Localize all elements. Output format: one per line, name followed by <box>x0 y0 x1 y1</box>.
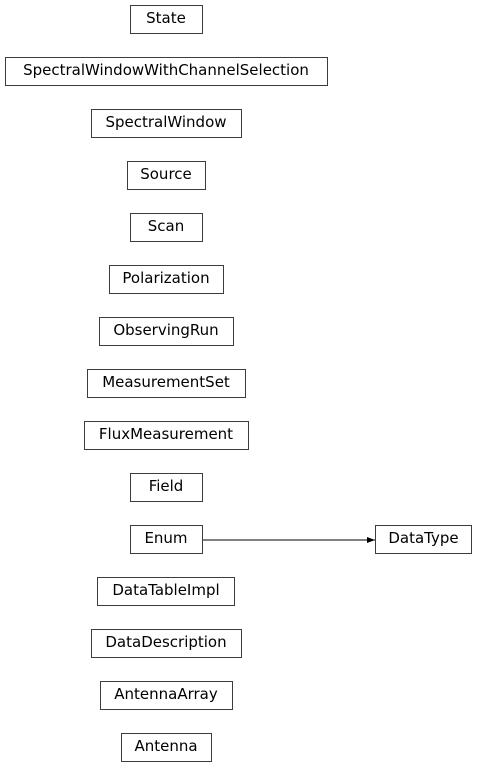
node-enum[interactable]: Enum <box>130 525 203 554</box>
node-scan[interactable]: Scan <box>130 213 203 242</box>
node-label: Field <box>149 477 184 495</box>
node-label: ObservingRun <box>113 321 218 339</box>
node-source[interactable]: Source <box>127 161 206 190</box>
node-label: MeasurementSet <box>102 373 230 391</box>
node-spectral-window[interactable]: SpectralWindow <box>91 109 242 138</box>
node-datatable-impl[interactable]: DataTableImpl <box>97 577 235 606</box>
node-label: SpectralWindowWithChannelSelection <box>23 61 309 79</box>
node-measurement-set[interactable]: MeasurementSet <box>87 369 246 398</box>
node-label: Scan <box>148 217 184 235</box>
node-label: SpectralWindow <box>105 113 226 131</box>
node-label: Polarization <box>122 269 209 287</box>
node-label: FluxMeasurement <box>99 425 233 443</box>
node-label: DataDescription <box>105 633 226 651</box>
node-datatype[interactable]: DataType <box>375 525 472 554</box>
node-polarization[interactable]: Polarization <box>109 265 224 294</box>
node-label: DataType <box>388 529 458 547</box>
node-data-description[interactable]: DataDescription <box>91 629 242 658</box>
node-state[interactable]: State <box>130 5 203 34</box>
node-antenna-array[interactable]: AntennaArray <box>100 681 233 710</box>
node-observing-run[interactable]: ObservingRun <box>99 317 234 346</box>
node-spectral-window-with-channel-selection[interactable]: SpectralWindowWithChannelSelection <box>5 57 328 86</box>
node-label: DataTableImpl <box>112 581 219 599</box>
node-label: AntennaArray <box>114 685 218 703</box>
node-label: Antenna <box>134 737 197 755</box>
node-antenna[interactable]: Antenna <box>121 733 212 762</box>
node-label: Source <box>140 165 192 183</box>
node-label: State <box>146 9 186 27</box>
node-flux-measurement[interactable]: FluxMeasurement <box>84 421 249 450</box>
node-field[interactable]: Field <box>130 473 203 502</box>
node-label: Enum <box>144 529 187 547</box>
